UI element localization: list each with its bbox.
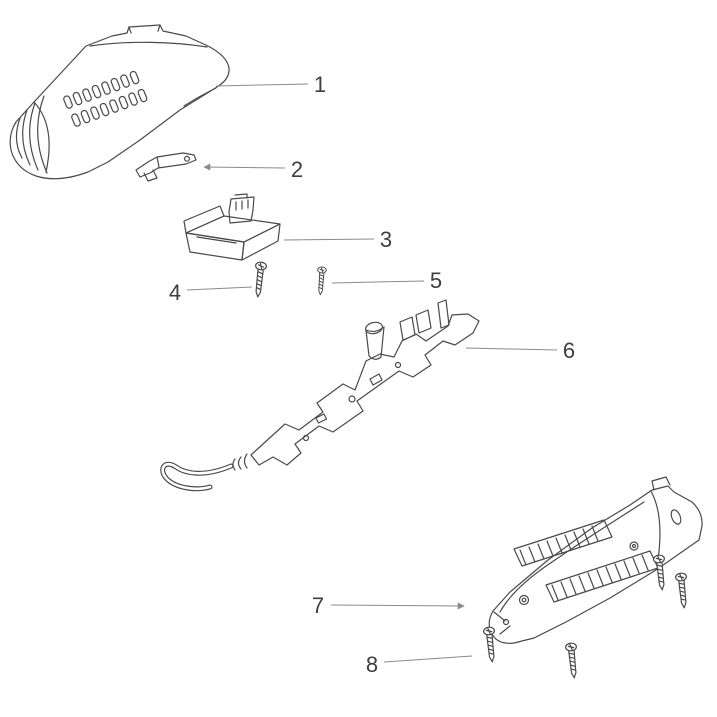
strain-relief-ribs	[232, 453, 248, 471]
bracket-side-face	[241, 223, 281, 261]
callout-5-label: 5	[430, 268, 442, 293]
nose-rib-lines	[15, 95, 48, 174]
leader-lines	[186, 83, 558, 663]
part-2-lever	[135, 152, 197, 182]
bracket-connector-block	[228, 196, 255, 224]
terminal-tab	[415, 309, 432, 334]
callout-1-label: 1	[314, 72, 326, 97]
callout-4-label: 4	[169, 280, 181, 305]
vent-slats-lower	[551, 554, 649, 601]
housing-clip-tab	[651, 476, 671, 491]
housing-ridge-line	[499, 501, 645, 613]
screw-boss	[518, 594, 530, 606]
lever-pivot-hole	[184, 155, 191, 162]
top-ridge-line	[89, 41, 208, 48]
vent-band-upper	[513, 519, 613, 567]
screw	[674, 572, 691, 609]
power-cord-outline	[160, 461, 234, 492]
screw-boss-hole	[521, 597, 527, 603]
board-hole	[302, 434, 310, 442]
part-5-small-screw	[315, 266, 328, 296]
part-7-lower-housing	[488, 476, 703, 644]
callout-2-label: 2	[291, 157, 303, 182]
board-slot	[315, 413, 328, 424]
bracket-tray-line	[196, 236, 237, 244]
terminal-tab	[399, 316, 416, 341]
callout-6-leader	[465, 347, 558, 351]
screw	[482, 626, 499, 663]
board-hole	[394, 361, 402, 369]
connector-pins	[235, 199, 249, 211]
nose-seam-line	[33, 101, 50, 173]
screw	[564, 642, 581, 679]
capacitor-body	[365, 326, 385, 360]
vent-slats-upper	[519, 525, 599, 566]
callout-7-leader	[330, 602, 465, 610]
part-6-chassis-board	[160, 299, 480, 492]
callout-4-leader	[186, 286, 253, 291]
callout-labels: 1 2 3 4 5 6 7 8	[169, 72, 575, 677]
callout-8-leader	[383, 655, 473, 663]
callout-8-label: 8	[366, 652, 378, 677]
callout-6-label: 6	[563, 338, 575, 363]
top-clip-detail	[128, 24, 161, 34]
part-4-screw	[251, 261, 268, 298]
screw-boss-hole	[631, 543, 637, 549]
bracket-back-wall	[183, 205, 225, 234]
lever-tab	[143, 169, 158, 182]
callout-1-leader	[215, 83, 309, 87]
part-1-upper-housing	[9, 24, 230, 180]
vent-band-lower	[545, 550, 659, 603]
board-hole	[348, 395, 356, 403]
power-cord-core	[161, 462, 233, 491]
callout-3-leader	[283, 238, 375, 241]
callout-2-leader	[203, 163, 286, 171]
bracket-front-face	[185, 232, 245, 261]
tip-detail-lines	[493, 611, 511, 635]
board-slot	[369, 373, 383, 386]
end-cap-seam	[650, 490, 661, 561]
handle-crease-line	[183, 87, 217, 107]
screw	[652, 554, 669, 591]
lever-bend-line	[156, 156, 160, 168]
terminal-prong	[437, 299, 450, 329]
tip-hole	[502, 618, 510, 626]
callout-7-label: 7	[312, 593, 324, 618]
part-3-bracket	[183, 193, 281, 261]
capacitor-top	[365, 321, 383, 335]
cap-oval-hole	[670, 509, 682, 525]
part-8-screws	[482, 554, 691, 679]
screw-boss	[629, 541, 639, 551]
bracket-top-face	[185, 215, 281, 243]
callout-5-leader	[331, 280, 425, 284]
connector-latch	[234, 193, 248, 199]
vent-grid	[62, 70, 149, 128]
callout-3-label: 3	[380, 227, 392, 252]
